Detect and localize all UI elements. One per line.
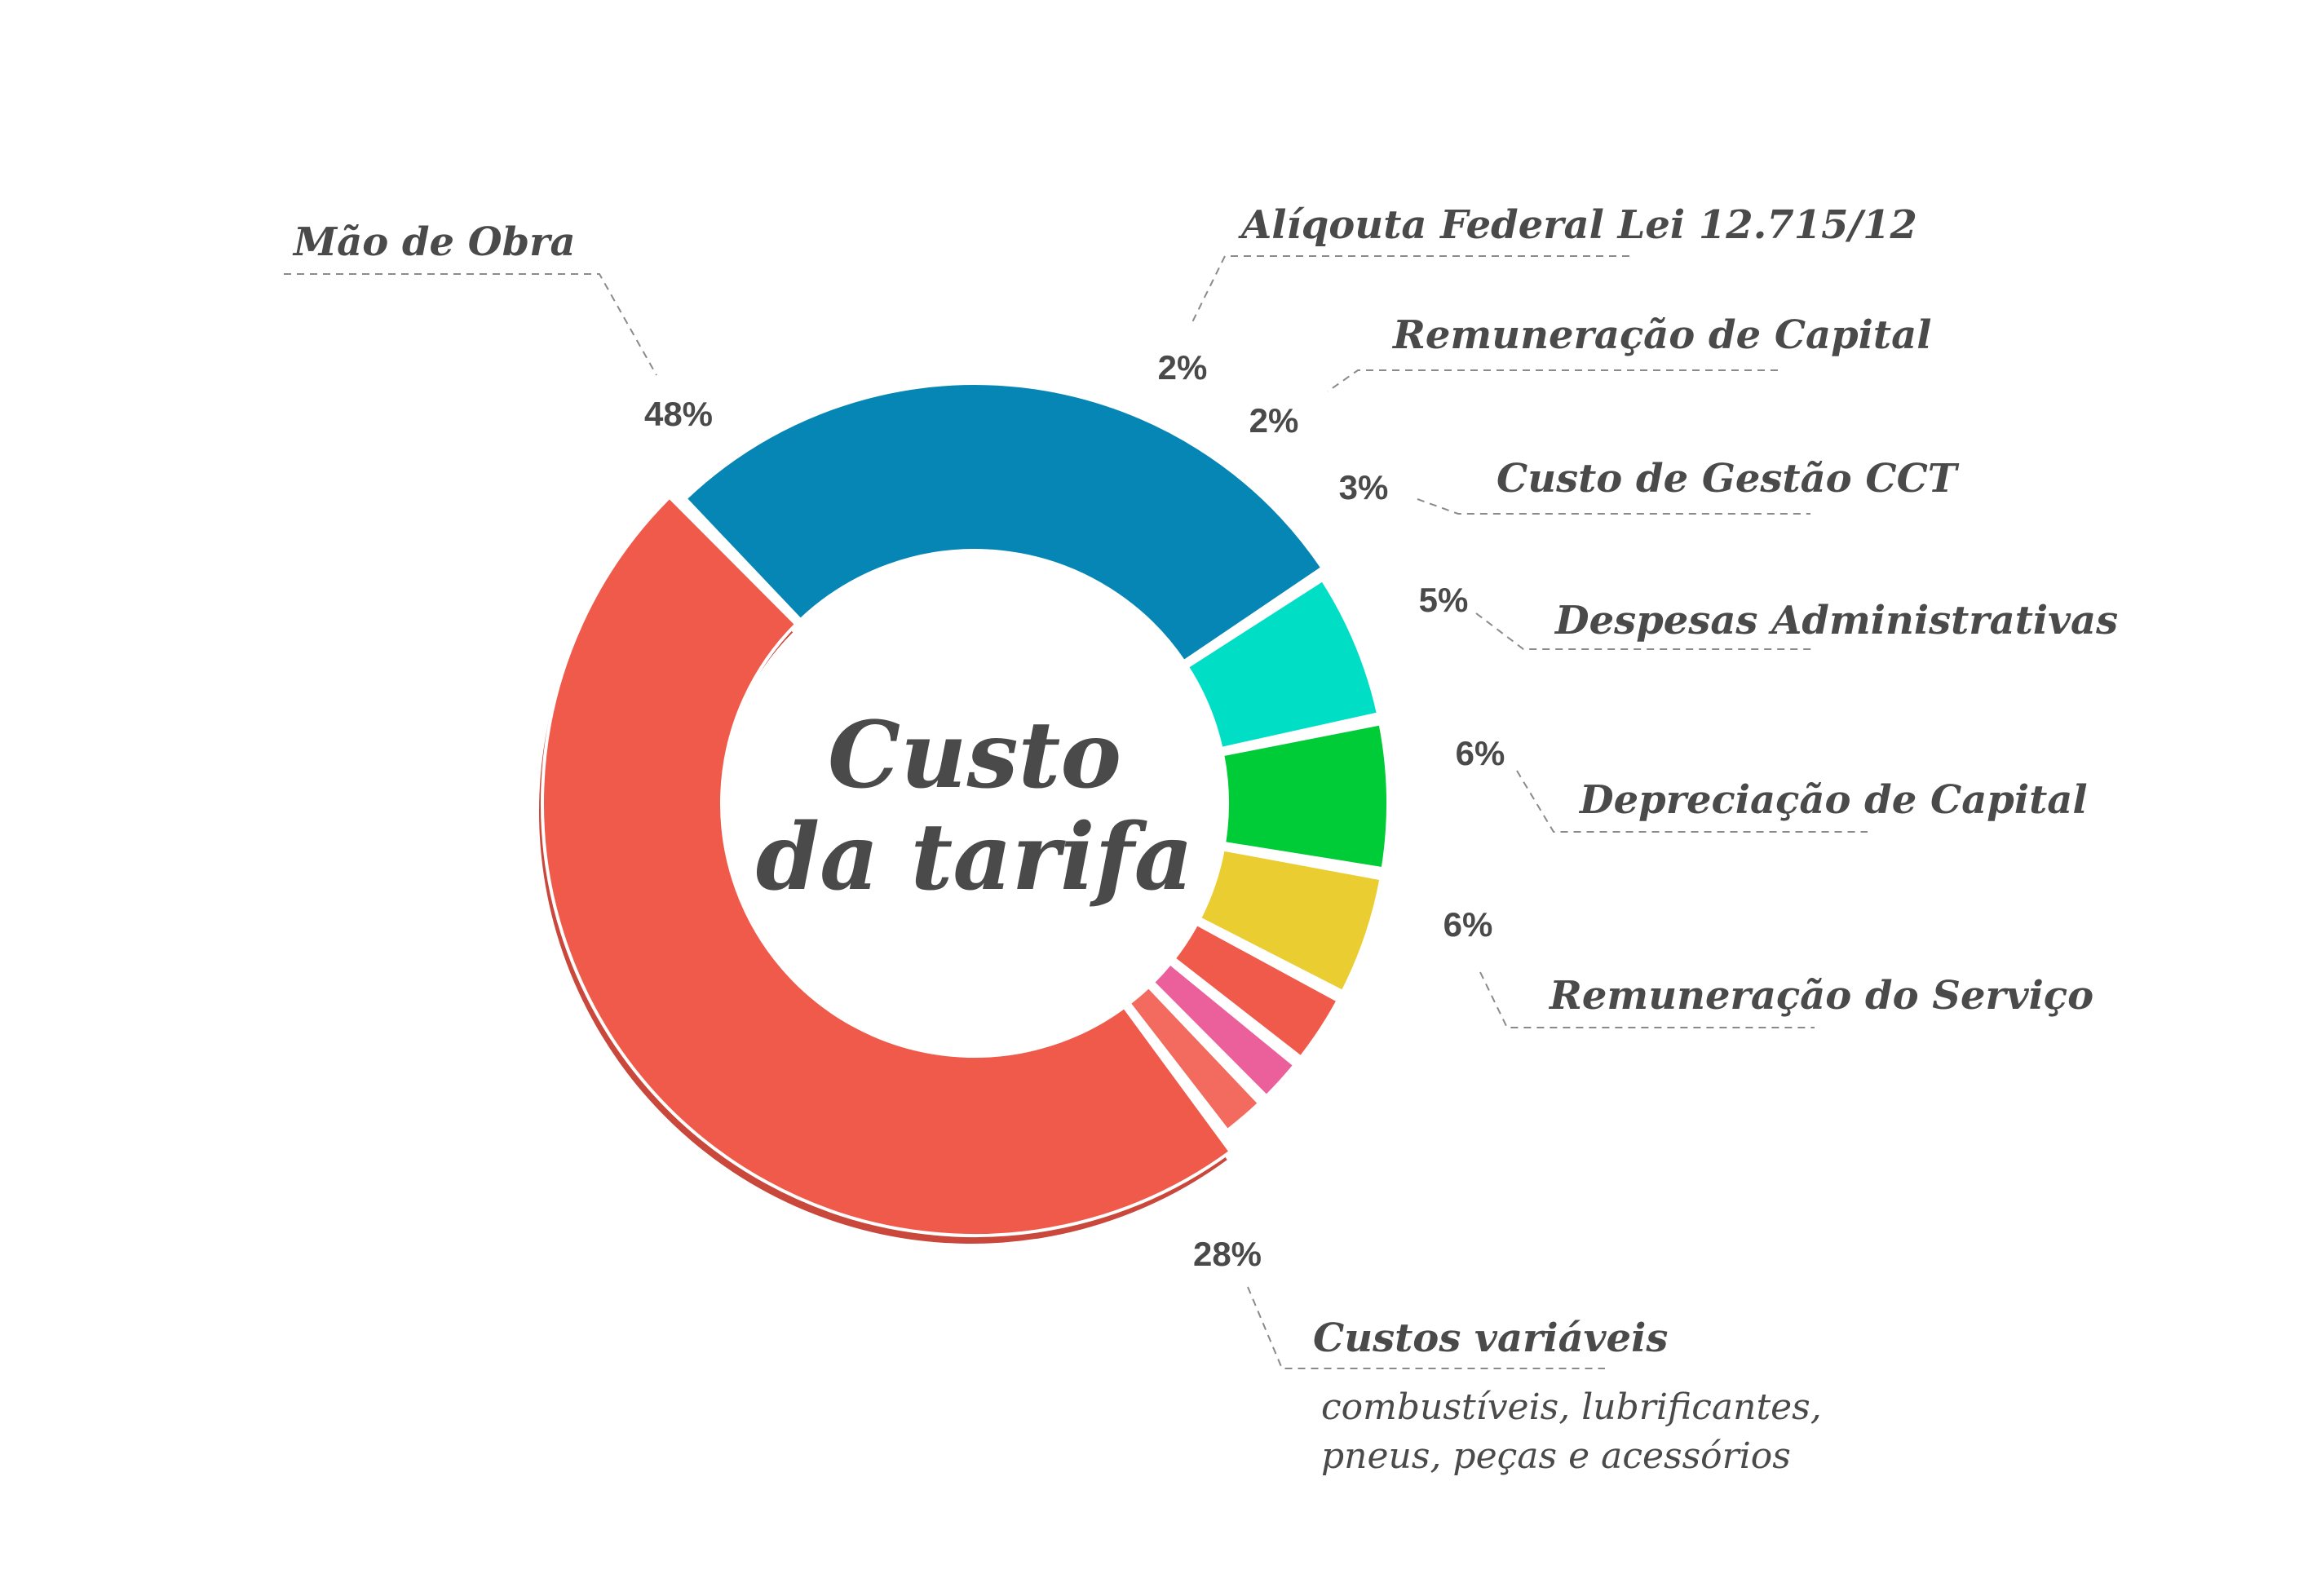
slice-label: Remuneração de Capital (1391, 312, 1931, 358)
slice-value-label: 28% (1193, 1235, 1262, 1273)
center-label: Custo da tarifa (756, 702, 1193, 911)
leader-line (1479, 971, 1815, 1028)
slice-label: Mão de Obra (292, 219, 576, 265)
center-label-line-1: Custo (828, 702, 1121, 809)
annotation-mao-de-obra: Mão de Obra 48% (284, 219, 713, 433)
slice-value-label: 2% (1158, 348, 1208, 387)
slice-label: Depreciação de Capital (1578, 777, 2088, 823)
slice-label: Custos variáveis (1313, 1315, 1668, 1361)
slice-label: Custo de Gestão CCT (1496, 456, 1960, 502)
slice-sublabel-line-1: combustíveis, lubrificantes, (1321, 1386, 1822, 1428)
slice-value-label: 48% (644, 395, 713, 433)
annotation-aliquota-federal: Alíqouta Federal Lei 12.715/12 2% (1158, 202, 1917, 387)
annotation-despesas-administrativas: Despesas Administrativas 5% (1419, 581, 2118, 650)
slice-remuneracao-do-servico (1185, 577, 1381, 751)
slice-custos-variaveis (683, 382, 1325, 664)
slice-custo-de-gestao-cct (1171, 922, 1341, 1060)
annotation-custos-variaveis: Custos variáveis combustíveis, lubrifica… (1193, 1235, 1822, 1477)
annotation-remuneracao-de-capital: Remuneração de Capital 2% (1249, 312, 1932, 440)
slice-value-label: 6% (1443, 905, 1493, 944)
slice-label: Despesas Administrativas (1554, 598, 2118, 643)
annotation-remuneracao-do-servico: Remuneração do Serviço 6% (1443, 905, 2093, 1028)
donut-slices (538, 382, 1390, 1245)
slice-remuneracao-de-capital (1150, 961, 1298, 1099)
annotation-custo-de-gestao: Custo de Gestão CCT 3% (1339, 456, 1960, 515)
leader-line (1516, 770, 1868, 833)
slice-sublabel-line-2: pneus, peças e acessórios (1321, 1435, 1791, 1477)
slice-label: Alíqouta Federal Lei 12.715/12 (1238, 202, 1917, 248)
slice-value-label: 6% (1456, 734, 1505, 772)
slice-despesas-administrativas (1197, 847, 1383, 994)
leader-line (1191, 255, 1629, 323)
slice-aliqouta-federal-lei-12-715-12 (1126, 984, 1262, 1133)
slice-label: Remuneração do Serviço (1548, 973, 2093, 1019)
annotation-depreciacao-de-capital: Depreciação de Capital 6% (1456, 734, 2088, 833)
center-label-line-2: da tarifa (756, 804, 1193, 911)
slice-depreciacao-de-capital (1220, 722, 1390, 871)
leader-line (1417, 498, 1810, 515)
slice-value-label: 2% (1249, 401, 1299, 440)
leader-line (284, 273, 657, 376)
slice-mao-de-obra (541, 494, 1233, 1237)
leader-line (1475, 612, 1815, 650)
slice-value-label: 3% (1339, 468, 1389, 506)
leader-line (1247, 1286, 1605, 1369)
leader-line (1327, 369, 1778, 392)
slice-value-label: 5% (1419, 581, 1469, 619)
